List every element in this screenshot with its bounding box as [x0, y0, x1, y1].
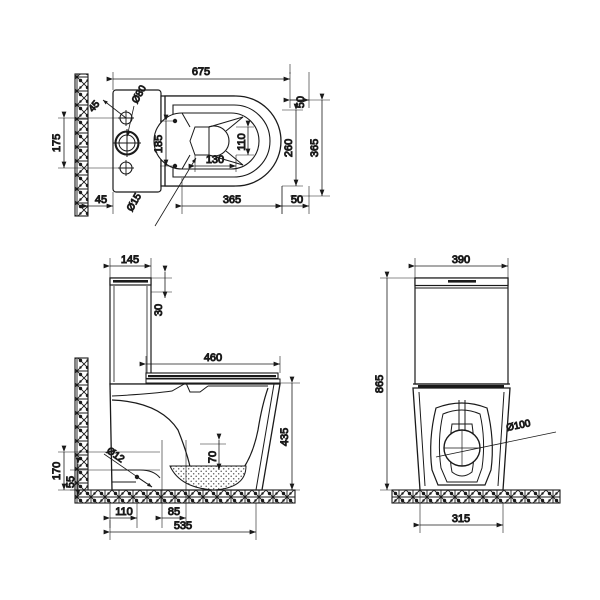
front-pan-body — [412, 383, 511, 491]
dim-plan-365-bottom: 365 — [175, 178, 283, 214]
side-view: 145 30 460 435 70 17 — [51, 254, 300, 540]
dim-label: 55 — [65, 476, 77, 488]
dim-plan-130: 130 — [188, 154, 237, 172]
plan-fixings — [113, 110, 141, 176]
dim-label: 50 — [291, 194, 303, 206]
dim-label: 315 — [452, 513, 470, 525]
dim-plan-45-bottom: 45 — [81, 192, 114, 214]
dim-plan-175: 175 — [51, 111, 126, 169]
dim-side-170: 170 — [51, 445, 160, 491]
dim-side-460: 460 — [139, 352, 281, 373]
dim-side-85: 85 — [155, 440, 187, 528]
dim-front-865: 865 — [374, 271, 415, 491]
dim-plan-50-top: 50 — [283, 72, 310, 109]
dim-label: 260 — [283, 139, 295, 157]
plan-wall — [74, 73, 89, 217]
dim-plan-365-right: 365 — [290, 93, 330, 197]
dim-label: 535 — [174, 520, 192, 532]
dim-side-55: 55 — [65, 457, 160, 496]
dim-label: 435 — [279, 428, 291, 446]
dim-plan-110: 110 — [236, 120, 254, 156]
dim-label: 390 — [452, 254, 470, 266]
front-view: 390 865 Ø100 315 — [374, 254, 561, 533]
front-floor — [391, 489, 561, 504]
dim-label: 175 — [51, 134, 63, 152]
dim-plan-185: 185 — [153, 114, 178, 169]
dim-label: 365 — [309, 139, 321, 157]
dim-label: 45 — [95, 194, 107, 206]
dim-label: Ø15 — [125, 191, 144, 213]
plan-toilet-body — [112, 89, 282, 193]
dim-side-30: 30 — [151, 265, 172, 317]
dim-plan-260: 260 — [282, 103, 303, 187]
side-floor — [74, 489, 296, 504]
dim-side-145: 145 — [103, 254, 152, 278]
dim-label: 365 — [223, 194, 241, 206]
plan-view: 45 Ø80 Ø15 675 50 365 — [51, 64, 330, 227]
dim-label: 865 — [374, 375, 386, 393]
dim-side-435: 435 — [262, 376, 300, 491]
dim-front-315: 315 — [413, 490, 504, 533]
dim-label: 110 — [115, 506, 133, 518]
dim-label: 145 — [121, 254, 139, 266]
dim-label: 45 — [87, 99, 103, 115]
dim-label: 130 — [206, 154, 224, 166]
dim-label: 675 — [192, 66, 210, 78]
dim-label: 85 — [168, 506, 180, 518]
dim-plan-50-bottom: 50 — [275, 186, 310, 214]
dim-label: 70 — [207, 451, 219, 463]
dim-side-535: 535 — [103, 503, 257, 540]
dim-label: 30 — [153, 304, 165, 316]
dim-front-390: 390 — [408, 254, 509, 278]
dim-label: 460 — [204, 352, 222, 364]
side-pan-body — [109, 372, 281, 491]
dim-label: Ø100 — [505, 418, 532, 434]
dim-side-70: 70 — [200, 433, 232, 470]
dim-side-110: 110 — [103, 503, 138, 528]
dim-label: 185 — [153, 135, 165, 153]
dim-label: 170 — [51, 462, 63, 480]
front-cistern — [414, 277, 509, 385]
dim-label: 50 — [295, 96, 307, 108]
dim-label: 110 — [236, 133, 248, 151]
side-cistern — [109, 277, 152, 385]
